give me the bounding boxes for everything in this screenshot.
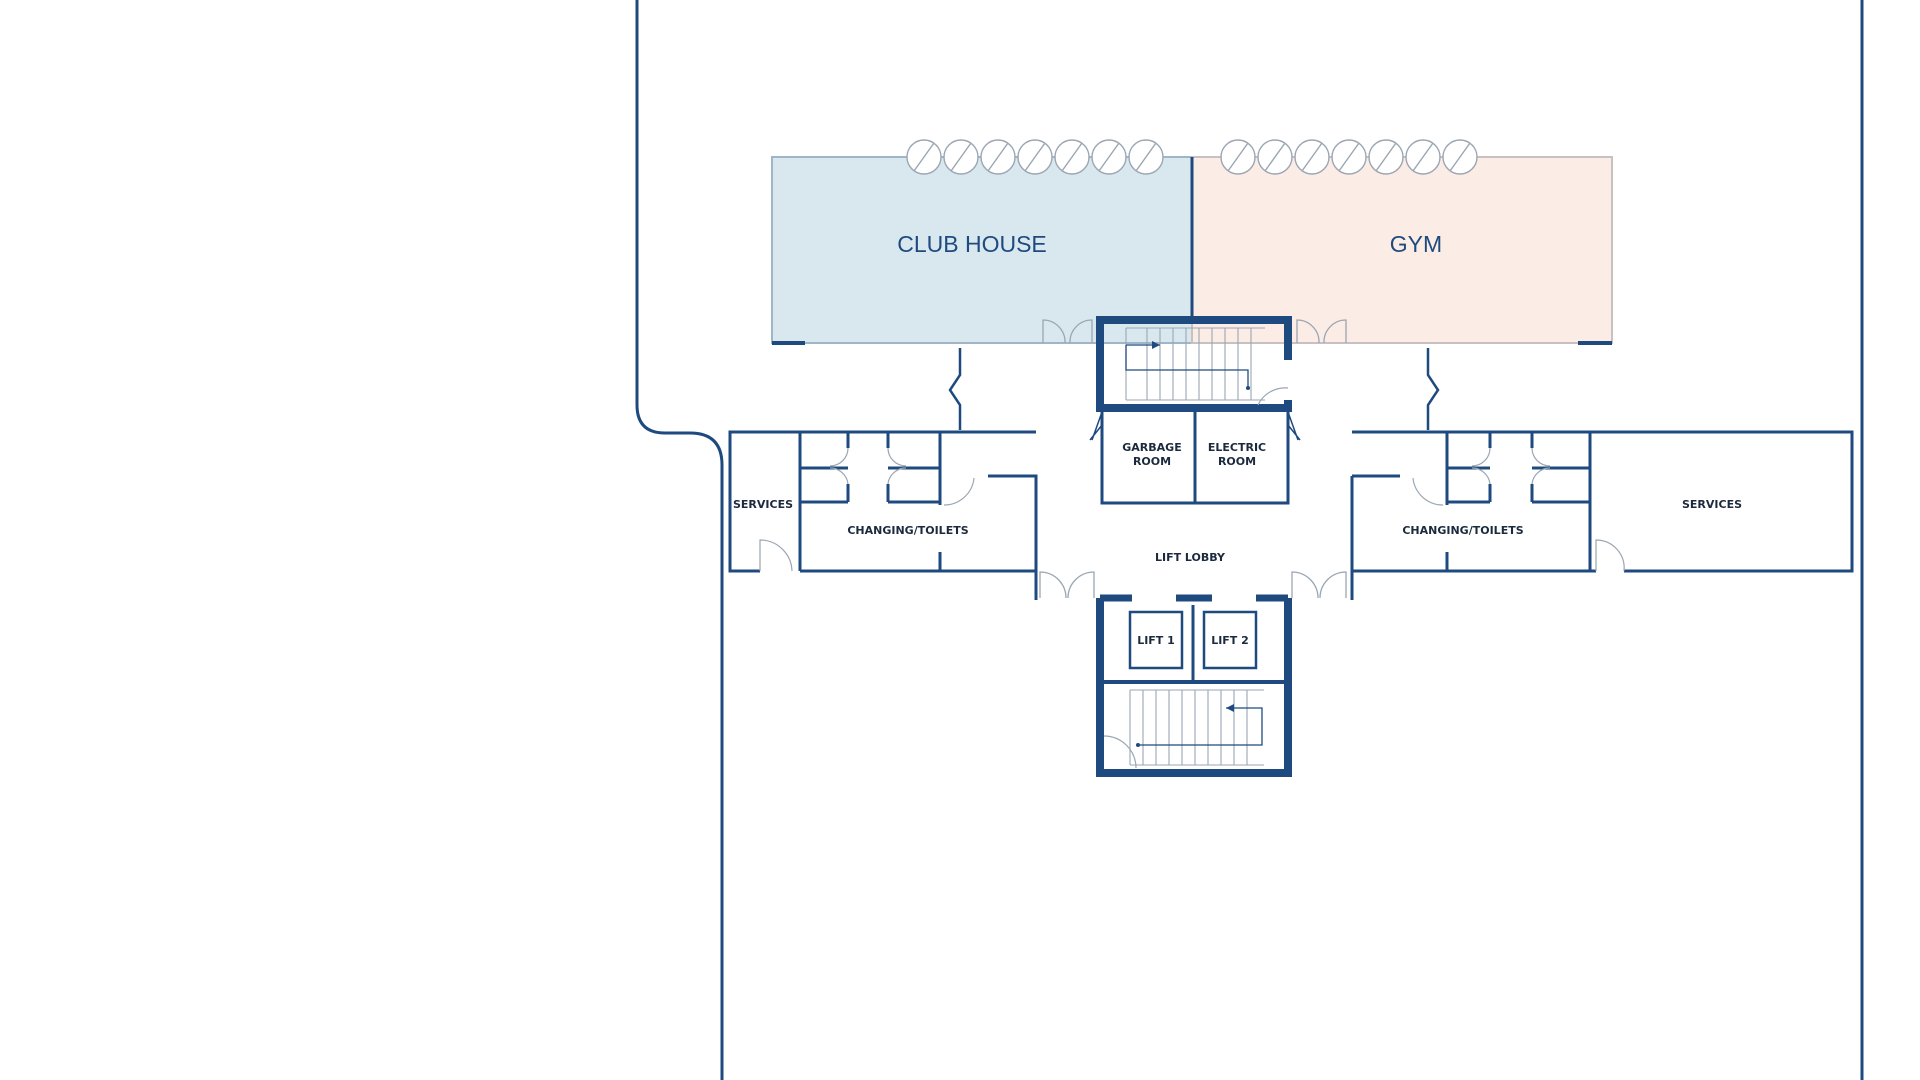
right-wing-door-swings [1412,447,1625,572]
changing-right-label: CHANGING/TOILETS [1402,524,1523,537]
site-boundary [635,0,1864,1080]
services-right-label: SERVICES [1682,498,1742,511]
lower-stair [1103,689,1264,769]
left-wing [728,430,1038,600]
lift-1-label: LIFT 1 [1137,634,1175,647]
lift-2-car [1202,610,1258,670]
upper-stair-core [1096,316,1292,412]
club-house-room [771,156,1193,344]
right-wing [1350,430,1854,600]
changing-left-label: CHANGING/TOILETS [847,524,968,537]
lift-2-label: LIFT 2 [1211,634,1249,647]
garbage-room-label-2: ROOM [1133,455,1171,468]
lift-lobby-label: LIFT LOBBY [1155,551,1226,564]
windows-gym [1220,139,1478,175]
gym-door [1296,319,1347,344]
lift-lobby-doors [1039,571,1347,599]
electric-room-label-2: ROOM [1218,455,1256,468]
zigzag-connectors [948,348,1440,430]
lift-1-car [1128,610,1184,670]
club-house-door [1042,319,1093,344]
garbage-room-label: GARBAGE [1122,441,1181,454]
windows-club-house [906,139,1164,175]
left-wing-door-swings [759,447,975,572]
club-house-label: CLUB HOUSE [897,231,1047,257]
service-rooms-block [1089,411,1301,505]
gym-label: GYM [1390,231,1442,257]
electric-room-label: ELECTRIC [1208,441,1266,454]
services-left-label: SERVICES [733,498,793,511]
lift-core [1096,594,1292,777]
